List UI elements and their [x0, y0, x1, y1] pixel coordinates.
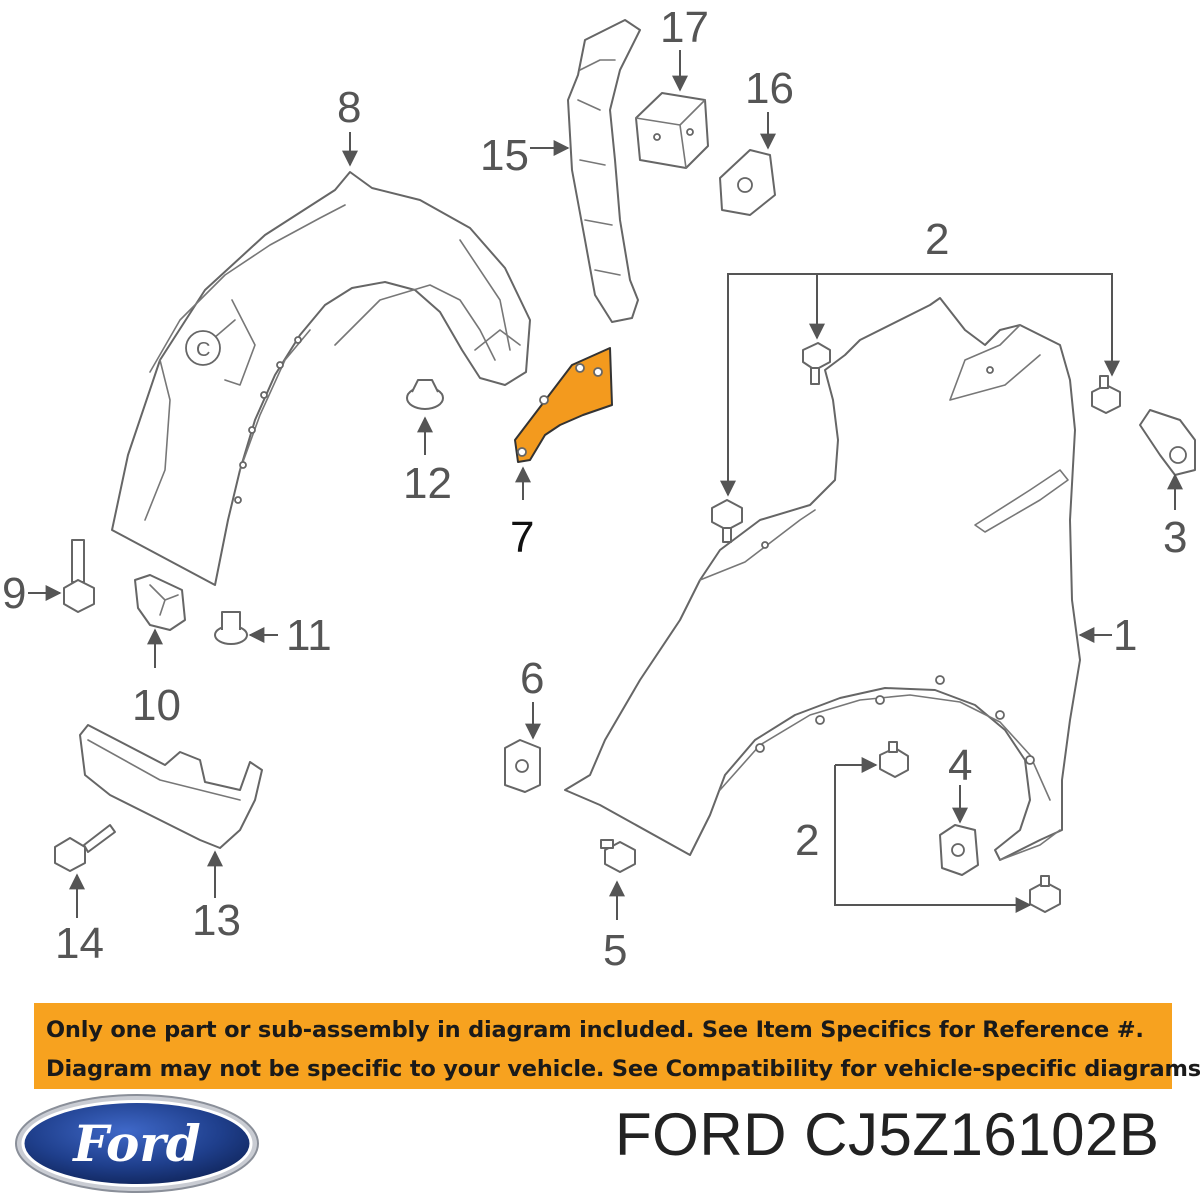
retainer-clip-part-10	[134, 574, 186, 631]
mud-flap-part	[79, 724, 263, 849]
callout-3: 3	[1163, 513, 1187, 562]
highlighted-bracket-shape	[514, 347, 613, 463]
callout-14: 14	[55, 919, 104, 968]
bolt-part-9	[63, 539, 95, 613]
callout-13: 13	[192, 896, 241, 945]
insulator-block-part	[635, 92, 709, 169]
callout-5: 5	[603, 926, 627, 975]
callout-2-top: 2	[925, 215, 949, 264]
bolt-part-2b	[1091, 375, 1121, 414]
disclaimer-line-2: Diagram may not be specific to your vehi…	[46, 1056, 1200, 1082]
bolt-part-14	[54, 824, 116, 872]
callout-labels: 1 2 2 3 4 5 6 7 8 9 10 11 12 13 14 15 16…	[2, 3, 1187, 975]
fender-liner-part: C	[111, 171, 531, 586]
bolt-part-5	[600, 839, 636, 873]
parts-diagram: C	[2, 3, 1196, 975]
grommet-part-11	[214, 611, 248, 645]
clip-bracket-part-3	[1139, 409, 1196, 476]
part-number-label: FORD CJ5Z16102B	[615, 1101, 1160, 1168]
callout-17: 17	[660, 3, 709, 52]
callout-10: 10	[132, 681, 181, 730]
push-pin-part	[406, 379, 444, 410]
bolt-part-2d	[879, 741, 909, 778]
splash-shield-part	[567, 19, 641, 323]
callout-12: 12	[403, 459, 452, 508]
callout-8: 8	[337, 83, 361, 132]
callout-7: 7	[510, 513, 534, 562]
bolt-part-2e	[1029, 875, 1061, 913]
highlighted-bracket-part	[514, 347, 613, 463]
nut-clip-part-4	[939, 824, 979, 876]
callout-15: 15	[480, 131, 529, 180]
callout-6: 6	[520, 654, 544, 703]
nut-clip-part-6	[504, 739, 541, 793]
disclaimer-banner: Only one part or sub-assembly in diagram…	[34, 1003, 1200, 1089]
bracket-part-16	[719, 149, 776, 216]
callout-11: 11	[286, 611, 332, 660]
ford-logo-text: Ford	[71, 1114, 200, 1173]
ford-logo: Ford	[15, 1094, 259, 1193]
callout-1: 1	[1113, 611, 1137, 660]
callout-16: 16	[745, 64, 794, 113]
leader-lines	[28, 50, 1183, 920]
callout-4: 4	[948, 741, 972, 790]
callout-2-bottom: 2	[795, 816, 819, 865]
disclaimer-line-1: Only one part or sub-assembly in diagram…	[46, 1017, 1144, 1043]
bolt-part-2c	[711, 499, 743, 543]
bolt-part-2a	[802, 342, 831, 385]
front-fender-part	[564, 297, 1081, 861]
callout-9: 9	[2, 569, 26, 618]
svg-text:C: C	[196, 339, 210, 361]
